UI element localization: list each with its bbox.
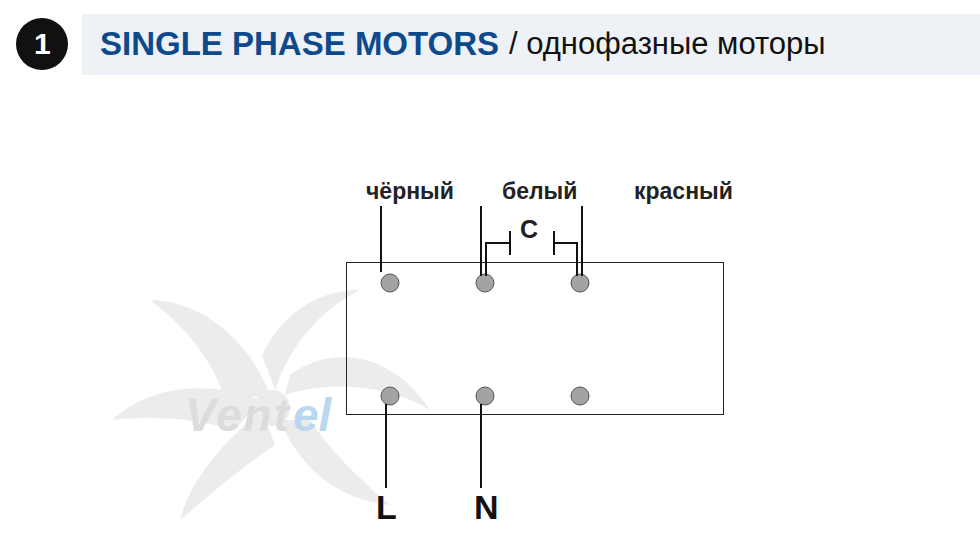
terminal-name: N	[474, 490, 499, 524]
heading-title: SINGLE PHASE MOTORS	[100, 27, 499, 60]
terminal-block	[347, 263, 724, 415]
wire-color: чёрный	[366, 180, 454, 203]
heading-band	[82, 14, 980, 75]
watermark: Vent	[185, 392, 291, 438]
capacitor-label: C	[520, 217, 538, 242]
leads	[381, 206, 582, 488]
callout-number: 1	[34, 29, 51, 59]
watermark: el	[293, 392, 331, 438]
number-circle	[16, 18, 68, 70]
wire-color: белый	[502, 180, 577, 203]
heading-subtitle: / однофазные моторы	[509, 28, 826, 59]
terminal-screws	[381, 274, 589, 405]
wire-color: красный	[634, 180, 733, 203]
watermark-fan	[112, 290, 430, 520]
terminal-name: L	[376, 490, 397, 524]
